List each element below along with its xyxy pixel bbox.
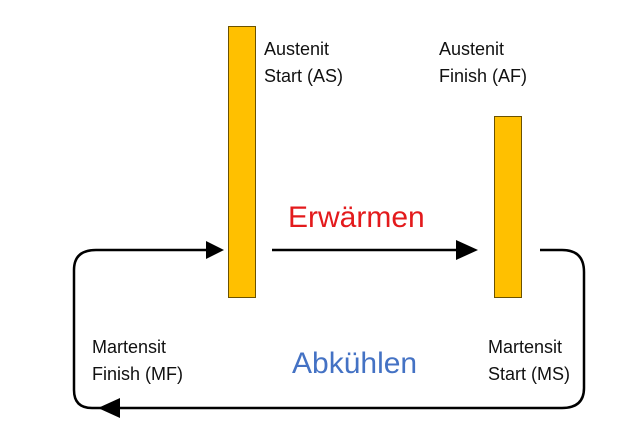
martensite-finish-label: Martensit Finish (MF) [92,334,183,388]
martensite-start-line2: Start (MS) [488,364,571,384]
austenite-start-label: Austenit Start (AS) [264,36,343,90]
martensite-start-line1: Martensit [488,337,563,357]
austenite-start-line2: Start (AS) [264,66,344,86]
austenite-finish-line2: Finish (AF) [439,66,528,86]
martensite-start-label: Martensit Start (MS) [488,334,570,388]
left-return-arrow [72,248,206,410]
cooling-arrow [118,248,586,410]
heating-phase-label: Erwärmen [288,201,425,234]
cooling-phase-label: Abkühlen [292,347,418,380]
austenite-start-line1: Austenit [264,39,330,59]
heating-arrowhead [456,240,478,260]
martensite-finish-line2: Finish (MF) [92,364,183,384]
austenite-finish-line1: Austenit [439,39,505,59]
austenite-start-bar [228,26,256,298]
martensite-finish-line1: Martensit [92,337,167,357]
austenite-finish-label: Austenit Finish (AF) [439,36,527,90]
austenite-finish-bar [494,116,522,298]
cooling-arrowhead [98,398,120,418]
left-return-arrowhead [206,241,224,259]
